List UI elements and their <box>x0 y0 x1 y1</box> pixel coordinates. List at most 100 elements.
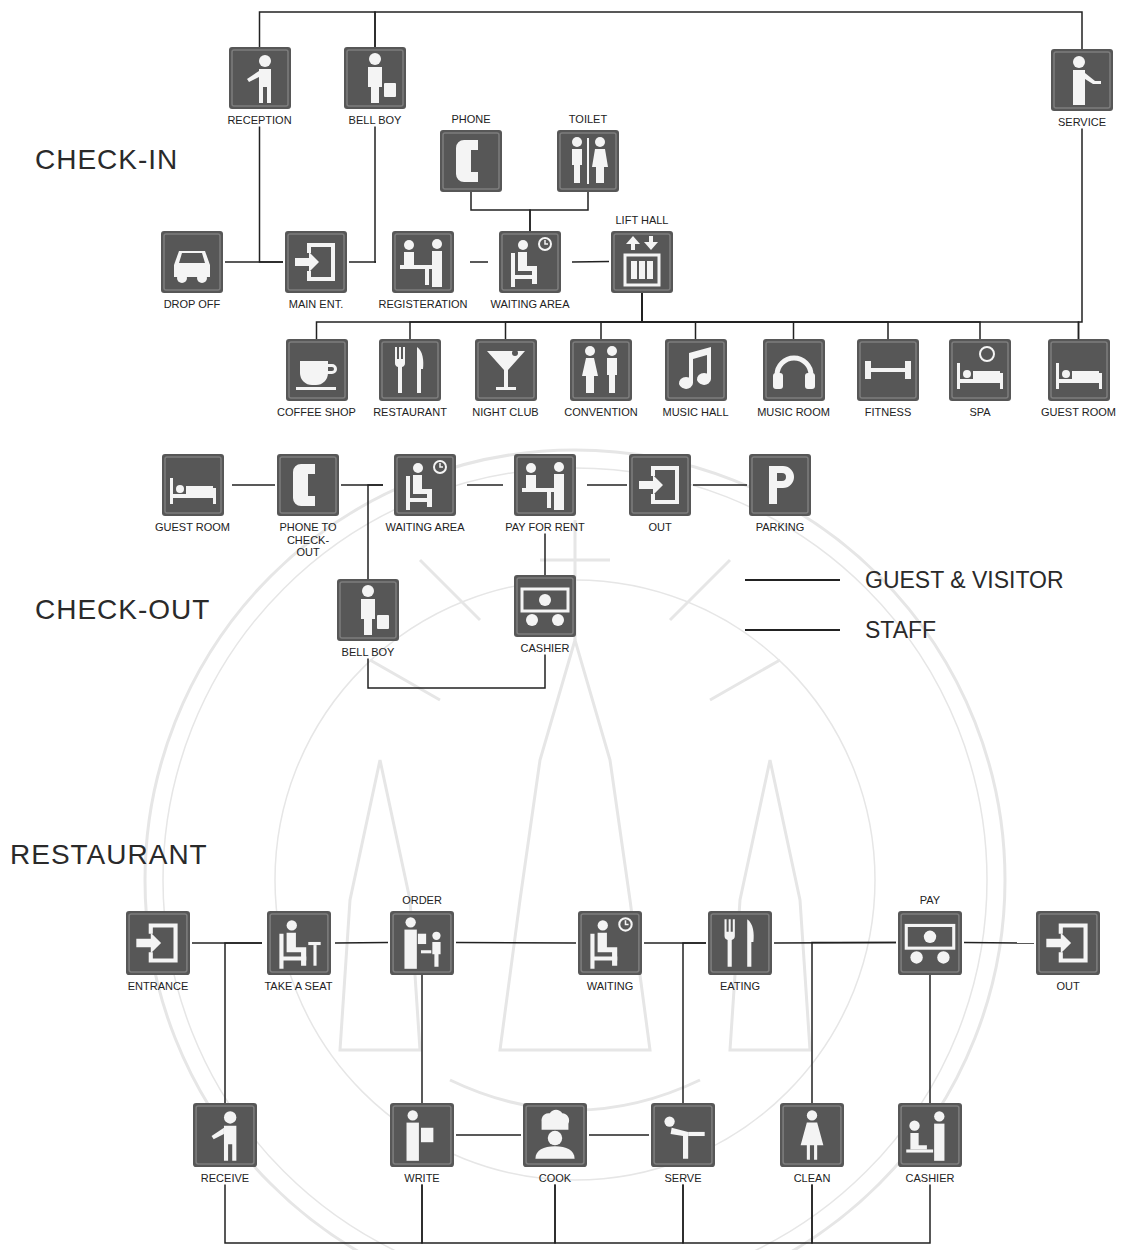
connector <box>232 484 275 486</box>
pictogram-icon <box>780 1103 844 1167</box>
connector <box>589 1134 649 1136</box>
legend-line-sample <box>745 629 840 631</box>
pictogram-icon <box>390 911 454 975</box>
label-text: EATING <box>720 980 760 993</box>
node-label: REGISTERATION <box>378 298 467 311</box>
pictogram-glyph <box>639 466 679 504</box>
pictogram-glyph <box>773 358 815 389</box>
connector <box>642 293 696 339</box>
pictogram-glyph <box>456 140 478 182</box>
pictogram-glyph <box>572 137 608 184</box>
pictogram-node: RECEIVE <box>191 1103 259 1185</box>
section-heading: CHECK-OUT <box>35 594 210 626</box>
label-text: OUT <box>648 521 671 534</box>
pictogram-icon <box>267 911 331 975</box>
node-label: BELL BOY <box>342 646 395 659</box>
pictogram-node: EATING <box>706 911 774 993</box>
node-label: FITNESS <box>865 406 911 419</box>
label-text: TAKE A SEAT <box>264 980 332 993</box>
connector <box>225 943 262 1103</box>
legend-text: GUEST & VISITOR <box>865 567 1064 594</box>
connector <box>375 127 376 262</box>
connector <box>601 293 642 339</box>
connector <box>335 942 388 944</box>
pictogram-glyph <box>679 347 711 389</box>
pictogram-icon <box>857 339 919 401</box>
pictogram-glyph <box>400 239 442 287</box>
label-text: COOK <box>539 1172 571 1185</box>
node-label: GUEST ROOM <box>1041 406 1116 419</box>
pictogram-node: WAITING AREA <box>383 454 467 534</box>
connector <box>642 293 794 339</box>
node-label: WAITING AREA <box>385 521 464 534</box>
pictogram-glyph <box>664 1116 704 1158</box>
connector <box>260 12 376 47</box>
pictogram-icon <box>949 339 1011 401</box>
pictogram-node: ORDER <box>388 894 456 975</box>
node-label: TOILET <box>569 113 607 126</box>
connector <box>530 192 588 231</box>
pictogram-icon <box>629 454 691 516</box>
label-text: WAITING <box>587 980 634 993</box>
pictogram-node: CONVENTION <box>562 339 640 419</box>
label-text: RESTAURANT <box>373 406 447 419</box>
node-label: MUSIC HALL <box>662 406 728 419</box>
label-text: TOILET <box>569 113 607 126</box>
label-text: CONVENTION <box>564 406 637 419</box>
pictogram-icon <box>578 911 642 975</box>
connector <box>587 484 627 486</box>
node-label: CASHIER <box>906 1172 955 1185</box>
connector <box>683 1185 812 1243</box>
pictogram-node: SERVICE <box>1049 49 1115 129</box>
node-label: BELL BOY <box>349 114 402 127</box>
node-label: RESTAURANT <box>373 406 447 419</box>
pictogram-glyph <box>406 461 446 510</box>
node-label: TAKE A SEAT <box>264 980 332 993</box>
connector <box>470 261 488 263</box>
pictogram-node: COOK <box>521 1103 589 1185</box>
pictogram-icon <box>514 575 576 637</box>
pictogram-node: TAKE A SEAT <box>262 911 335 993</box>
pictogram-icon <box>379 339 441 401</box>
connector <box>642 293 1079 339</box>
pictogram-icon <box>229 47 291 109</box>
node-label: GUEST ROOM <box>155 521 230 534</box>
pictogram-icon <box>394 454 456 516</box>
pictogram-glyph <box>295 243 335 281</box>
connector <box>260 127 284 262</box>
node-label: PAY <box>920 894 940 907</box>
connector <box>929 975 931 1103</box>
node-label: COFFEE SHOP <box>277 406 356 419</box>
label-text: PAY <box>920 894 940 907</box>
pictogram-node: GUEST ROOM <box>153 454 232 534</box>
pictogram-node: RESTAURANT <box>371 339 449 419</box>
pictogram-node: PHONE <box>438 113 504 192</box>
label-text: BELL BOY <box>349 114 402 127</box>
pictogram-icon <box>126 911 190 975</box>
label-text: BELL BOY <box>342 646 395 659</box>
pictogram-node: MAIN ENT. <box>283 231 349 311</box>
pictogram-node: WAITING AREA <box>488 231 572 311</box>
pictogram-icon <box>514 454 576 516</box>
connector <box>225 1185 422 1243</box>
connector <box>317 293 643 339</box>
pictogram-icon <box>1048 339 1110 401</box>
connector <box>456 1134 521 1136</box>
node-label: CONVENTION <box>564 406 637 419</box>
pictogram-icon <box>475 339 537 401</box>
label-text: CASHIER <box>906 1172 955 1185</box>
node-label: DROP OFF <box>164 298 221 311</box>
label-text: PHONE <box>451 113 490 126</box>
connector <box>964 942 1034 944</box>
label-text: PHONE TO CHECK-OUT <box>277 521 339 559</box>
pictogram-node: CASHIER <box>512 575 578 655</box>
pictogram-node: SPA <box>947 339 1013 419</box>
connector <box>555 1185 683 1243</box>
pictogram-node: GUEST ROOM <box>1039 339 1118 419</box>
pictogram-icon <box>390 1103 454 1167</box>
pictogram-glyph <box>906 1111 944 1161</box>
label-text: ORDER <box>402 894 442 907</box>
connector <box>467 484 503 486</box>
pictogram-node: PAY <box>896 894 964 975</box>
pictogram-icon <box>665 339 727 401</box>
